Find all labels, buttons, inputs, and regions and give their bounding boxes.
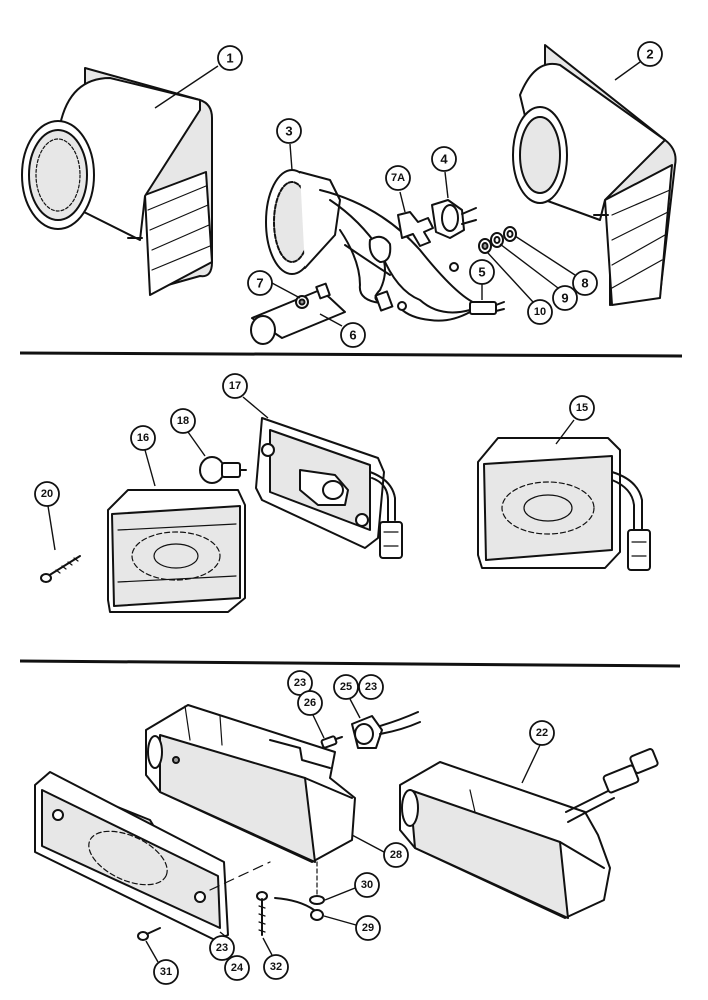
callout-23-bottom: 23	[209, 931, 235, 961]
section-side-lamps: 23 26 25 23 22 28 30	[34, 670, 659, 985]
callout-31: 31	[145, 940, 179, 985]
callout-2: 2	[614, 41, 663, 81]
svg-text:31: 31	[160, 966, 172, 978]
section-headlamps: 1 2 3 4 7A 5 7	[21, 41, 677, 348]
callout-22: 22	[521, 720, 555, 784]
callout-3: 3	[276, 118, 302, 171]
section-divider-1	[19, 351, 683, 358]
assembly-guide-line	[209, 861, 271, 891]
callout-18: 18	[170, 408, 206, 457]
svg-text:29: 29	[362, 922, 374, 934]
svg-text:3: 3	[285, 124, 292, 139]
side-lamp-assembly-right	[399, 748, 659, 919]
callout-20: 20	[34, 481, 60, 551]
headlamp-socket-assembly	[265, 169, 481, 322]
callout-17: 17	[222, 373, 269, 419]
callout-29: 29	[323, 915, 381, 941]
callout-8: 8	[514, 235, 598, 296]
nut-and-washer	[274, 861, 325, 921]
svg-text:10: 10	[534, 306, 546, 318]
side-lamp-socket	[351, 711, 421, 749]
callout-16: 16	[130, 425, 156, 487]
svg-text:17: 17	[229, 380, 241, 392]
section-divider-2	[19, 659, 681, 668]
callout-30: 30	[324, 872, 380, 901]
callout-26: 26	[297, 690, 325, 739]
svg-text:4: 4	[440, 152, 448, 167]
svg-text:23: 23	[365, 681, 377, 693]
svg-text:32: 32	[270, 961, 282, 973]
callout-25: 25	[333, 674, 361, 719]
svg-text:6: 6	[349, 328, 356, 343]
callout-6: 6	[319, 313, 366, 348]
svg-text:9: 9	[561, 291, 568, 306]
svg-text:15: 15	[576, 402, 588, 414]
rear-lamp-bulb	[199, 456, 247, 484]
callout-7: 7	[247, 270, 301, 299]
halogen-bulb	[431, 199, 477, 239]
callout-5: 5	[469, 259, 495, 300]
rear-lamp-housing	[255, 417, 403, 559]
screw-31	[137, 927, 161, 941]
callout-15: 15	[555, 395, 595, 445]
callout-23-right: 23	[358, 674, 384, 700]
svg-text:18: 18	[177, 415, 189, 427]
callout-9: 9	[499, 243, 578, 311]
adjuster-bracket	[250, 282, 346, 345]
svg-text:8: 8	[581, 276, 588, 291]
callout-10: 10	[486, 251, 553, 325]
side-lamp-housing	[145, 704, 356, 863]
section-rear-lamps: 20 16 18 17 15	[34, 373, 651, 613]
svg-text:23: 23	[294, 677, 306, 689]
svg-text:25: 25	[340, 681, 352, 693]
callout-7a: 7A	[385, 165, 411, 213]
wire-connector	[469, 301, 505, 315]
svg-text:1: 1	[226, 51, 233, 66]
svg-text:7: 7	[256, 276, 263, 291]
svg-text:26: 26	[304, 697, 316, 709]
mounting-screw	[40, 555, 81, 583]
svg-text:22: 22	[536, 727, 548, 739]
svg-text:28: 28	[390, 849, 402, 861]
side-lamp-lens	[34, 771, 229, 941]
bulb-retainer-clip	[397, 211, 434, 247]
rear-lamp-lens-left	[107, 489, 246, 613]
callout-28: 28	[351, 834, 409, 868]
svg-text:24: 24	[231, 962, 244, 974]
svg-text:16: 16	[137, 432, 149, 444]
svg-text:2: 2	[646, 47, 653, 62]
callout-4: 4	[431, 146, 457, 199]
svg-text:30: 30	[361, 879, 373, 891]
headlamp-housing-left	[21, 67, 213, 296]
headlamp-housing-right	[512, 44, 677, 306]
svg-text:23: 23	[216, 942, 228, 954]
svg-text:20: 20	[41, 488, 53, 500]
rear-lamp-assembly-right	[477, 437, 651, 571]
svg-text:7A: 7A	[391, 172, 405, 184]
callout-1: 1	[154, 45, 243, 109]
callout-32: 32	[262, 937, 289, 980]
callout-24: 24	[224, 955, 250, 981]
svg-text:5: 5	[478, 265, 485, 280]
side-lamp-bulb	[320, 735, 343, 749]
screw-32	[256, 891, 268, 936]
hardware-nuts-washers	[478, 226, 517, 254]
